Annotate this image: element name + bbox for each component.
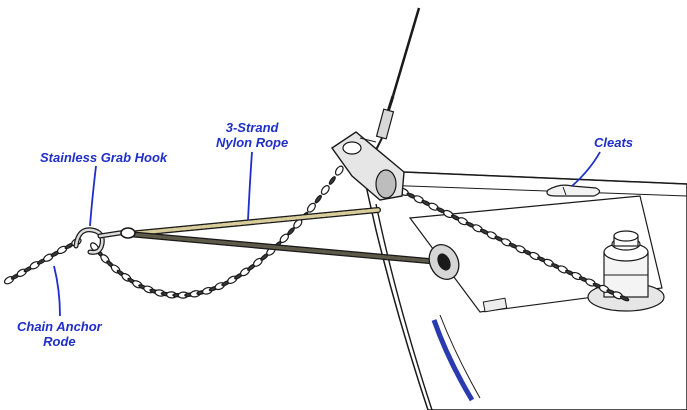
grab-hook-leader: [90, 166, 96, 226]
bow-roller-icon: [332, 132, 404, 200]
chain-rode-label-line1: Chain Anchor: [17, 319, 102, 334]
chain-leader: [54, 266, 60, 316]
nylon-rope-label-line1: 3-Strand: [216, 120, 288, 135]
chain-link: [314, 195, 322, 204]
cleats-label: Cleats: [594, 135, 633, 150]
chain-link: [328, 176, 336, 185]
chain-link: [306, 202, 317, 214]
chain-rode-label-line2: Rode: [17, 334, 102, 349]
grab-hook-label-text: Stainless Grab Hook: [40, 150, 167, 165]
cleats-label-text: Cleats: [594, 135, 633, 150]
chain-link: [334, 165, 345, 177]
grab-hook-label: Stainless Grab Hook: [40, 150, 167, 165]
rope-leader: [248, 152, 252, 220]
nylon-rope-label: 3-Strand Nylon Rope: [216, 120, 288, 150]
grab-hook-icon: [76, 228, 135, 252]
chain-rode-label: Chain Anchor Rode: [17, 319, 102, 349]
chain-link: [320, 184, 331, 196]
chain-link: [287, 227, 295, 236]
forestay: [376, 8, 419, 150]
nylon-rope-label-line2: Nylon Rope: [216, 135, 288, 150]
